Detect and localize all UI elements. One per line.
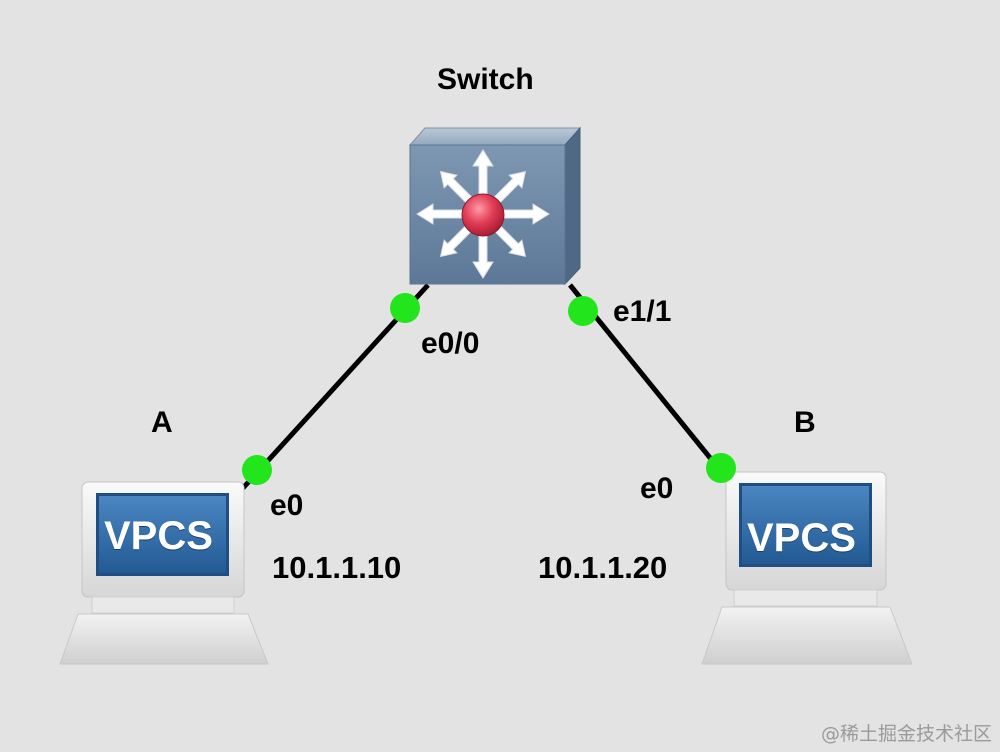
host-a-name-label: A — [151, 406, 173, 439]
port-dot-switch-e1-1 — [568, 296, 598, 326]
host-a-computer[interactable] — [59, 481, 269, 665]
switch-center-icon — [461, 193, 505, 237]
watermark-text: @稀土掘金技术社区 — [820, 723, 992, 745]
host-a-ip-label: 10.1.1.10 — [272, 550, 402, 585]
host-b-name-label: B — [794, 406, 816, 439]
host-b-screen-label: VPCS — [747, 516, 856, 560]
port-dot-switch-e0-0 — [390, 293, 420, 323]
switch-name-label: Switch — [437, 63, 534, 96]
host-a-iface-label: e0 — [270, 489, 304, 522]
port-dot-a-e0 — [242, 455, 272, 485]
port-dot-b-e0 — [706, 453, 736, 483]
host-b-iface-label: e0 — [640, 472, 674, 505]
switch-iface-e1-1-label: e1/1 — [613, 295, 672, 328]
host-a-screen-label: VPCS — [104, 514, 213, 558]
host-b-ip-label: 10.1.1.20 — [538, 550, 668, 585]
host-b-computer[interactable] — [701, 471, 913, 665]
switch-device[interactable] — [408, 126, 582, 286]
switch-iface-e0-0-label: e0/0 — [421, 327, 480, 360]
